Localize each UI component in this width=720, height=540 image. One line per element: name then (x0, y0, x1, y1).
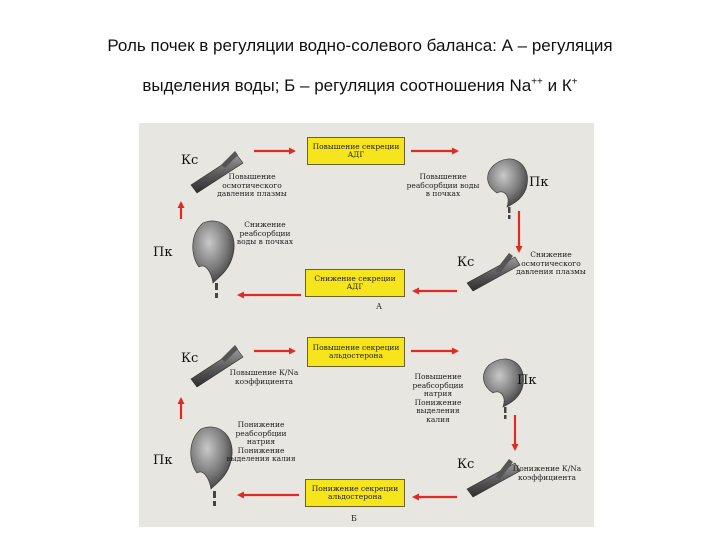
box-a-adh-increase: Повышение секреции АДГ (307, 137, 405, 165)
text-b-top-left: Повышение К/Na коэффициента (205, 369, 323, 386)
slide-title-line-2: выделения воды; Б – регуляция соотношени… (0, 76, 720, 96)
text-a-top-left: Повышение осмотического давления плазмы (213, 173, 291, 199)
text-b-right: Понижение К/Na коэффициента (507, 465, 587, 482)
label-b-ks-top: Кс (181, 351, 198, 366)
kidney-a-right-icon (488, 159, 528, 219)
text-a-top-right: Повышение реабсорбции воды в почках (405, 173, 481, 199)
slide-title-line-1: Роль почек в регуляции водно-солевого ба… (0, 36, 720, 56)
diagram-panel: А Б Повыш (139, 123, 594, 527)
title-text-b: и К (543, 76, 572, 95)
title-superscript-2: + (572, 76, 578, 87)
label-b-pk-right: Пк (517, 373, 536, 388)
label-a-ks-top: Кс (181, 153, 198, 168)
diagram-a-caption: А (376, 302, 382, 311)
box-a-adh-decrease: Снижение секреции АДГ (305, 269, 405, 297)
box-b-aldosterone-increase: Повышение секреции альдостерона (307, 337, 405, 367)
text-a-right: Снижение осмотического давления плазмы (511, 251, 591, 277)
title-text-a: выделения воды; Б – регуляция соотношени… (142, 76, 531, 95)
label-b-pk-left: Пк (153, 453, 172, 468)
kidney-b-right-icon (483, 359, 523, 419)
label-a-pk-left: Пк (153, 245, 172, 260)
label-a-pk-right: Пк (529, 175, 548, 190)
text-b-top-right: Повышение реабсорбции натрия Понижение в… (405, 373, 471, 424)
box-b-aldosterone-decrease: Понижение секреции альдостерона (305, 479, 405, 507)
label-b-ks-right: Кс (457, 457, 474, 472)
label-a-ks-right: Кс (457, 255, 474, 270)
title-superscript-1: ++ (531, 76, 543, 87)
kidney-a-left-icon (193, 221, 234, 298)
diagram-b-caption: Б (351, 514, 357, 523)
text-b-left: Понижение реабсорбции натрия Понижение в… (225, 421, 297, 464)
text-a-left: Снижение реабсорбции воды в почках (229, 221, 301, 247)
